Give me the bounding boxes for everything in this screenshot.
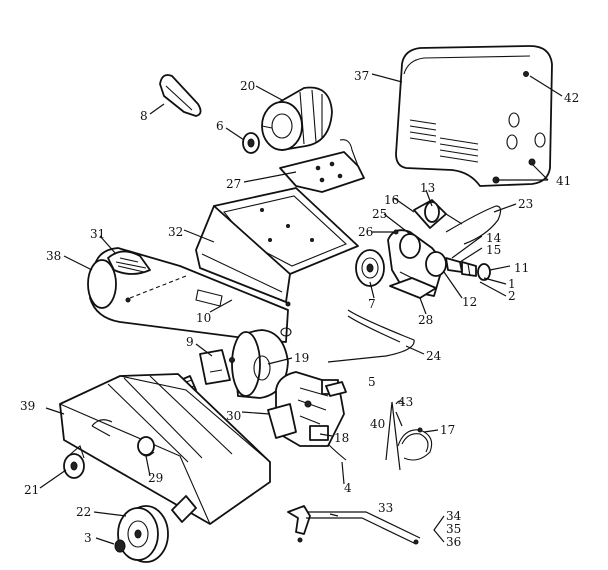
callout-31: 31 (90, 227, 105, 241)
callout-28: 28 (418, 313, 433, 327)
callout-8: 8 (140, 109, 148, 123)
callout-19: 19 (294, 351, 309, 365)
callout-26: 26 (358, 225, 373, 239)
callout-labels: 37 42 20 8 6 27 41 13 16 25 23 26 14 15 … (20, 69, 579, 549)
callout-2: 2 (508, 289, 516, 303)
callout-11: 11 (514, 261, 529, 275)
pump-pulley (355, 249, 385, 287)
spray-gun (287, 505, 421, 545)
main-wheel (117, 505, 169, 563)
drain-knob (137, 436, 155, 457)
callout-16: 16 (384, 193, 399, 207)
coil-hose (385, 400, 433, 471)
callout-43: 43 (398, 395, 413, 409)
callout-10: 10 (196, 311, 211, 325)
fuel-tank (87, 247, 292, 343)
pulley-small (242, 132, 260, 154)
callout-42: 42 (564, 91, 579, 105)
callout-34: 34 (446, 509, 462, 523)
callout-27: 27 (226, 177, 241, 191)
callout-12: 12 (462, 295, 477, 309)
callout-9: 9 (186, 335, 194, 349)
callout-41: 41 (556, 174, 571, 188)
axle-nut (114, 539, 126, 553)
callout-4: 4 (344, 481, 352, 495)
outlet-fittings (445, 257, 491, 281)
callout-38: 38 (46, 249, 61, 263)
callout-30: 30 (226, 409, 241, 423)
callout-40: 40 (370, 417, 385, 431)
callout-17: 17 (440, 423, 455, 437)
tow-rod (327, 309, 415, 363)
caster-wheel (63, 445, 85, 479)
callout-18: 18 (334, 431, 349, 445)
callout-6: 6 (216, 119, 224, 133)
callout-33: 33 (378, 501, 393, 515)
unloader-valve (393, 199, 463, 235)
callout-32: 32 (168, 225, 183, 239)
callout-20: 20 (240, 79, 255, 93)
cabinet-cover (395, 45, 553, 187)
callout-15: 15 (486, 243, 501, 257)
callout-37: 37 (354, 69, 369, 83)
callout-14: 14 (486, 231, 502, 245)
motor (261, 86, 333, 151)
pump-head (387, 229, 447, 299)
motor-bracket (279, 139, 365, 193)
callout-35: 35 (446, 522, 461, 536)
callout-22: 22 (76, 505, 91, 519)
callout-3: 3 (84, 531, 92, 545)
combustion-chamber (199, 329, 289, 399)
drive-belt (159, 74, 202, 117)
leader-lines (39, 73, 563, 545)
control-tray (195, 187, 359, 303)
callout-36: 36 (446, 535, 461, 549)
callout-39: 39 (20, 399, 35, 413)
callout-5: 5 (368, 375, 376, 389)
junction-block (325, 381, 347, 397)
callout-23: 23 (518, 197, 533, 211)
callout-13: 13 (420, 181, 435, 195)
callout-29: 29 (148, 471, 163, 485)
callout-24: 24 (426, 349, 442, 363)
callout-7: 7 (368, 297, 376, 311)
callout-25: 25 (372, 207, 387, 221)
callout-1: 1 (508, 277, 516, 291)
callout-21: 21 (24, 483, 39, 497)
base-frame (59, 373, 271, 525)
